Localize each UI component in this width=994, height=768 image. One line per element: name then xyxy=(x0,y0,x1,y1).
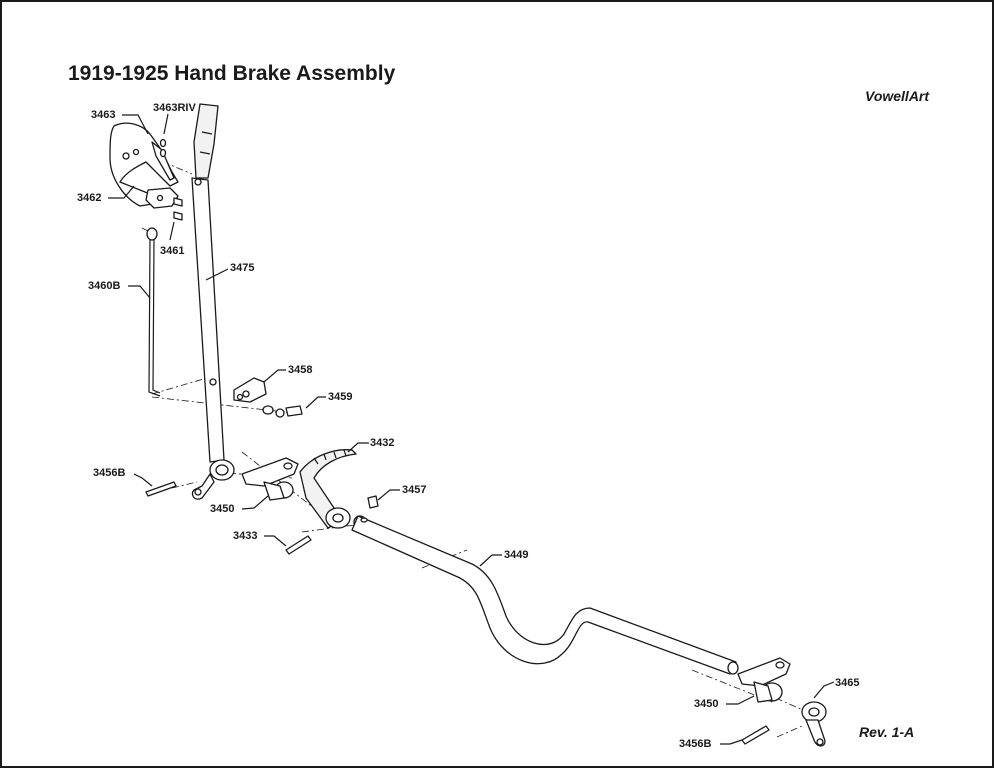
part-3459-bolt xyxy=(262,405,303,418)
label-3432: 3432 xyxy=(370,437,394,449)
part-3450-pivot-right xyxy=(737,657,791,703)
part-3462-bracket xyxy=(145,187,179,209)
revision-label: Rev. 1-A xyxy=(859,724,915,740)
leader-lines xyxy=(108,113,835,745)
part-3475-hand-lever xyxy=(191,103,235,500)
label-3433: 3433 xyxy=(233,530,257,542)
part-3457-pin xyxy=(367,495,379,509)
part-3450-pivot-left xyxy=(241,457,299,501)
label-3465: 3465 xyxy=(835,677,859,689)
label-3475: 3475 xyxy=(230,262,254,274)
part-3463riv-rivets xyxy=(159,138,167,158)
label-3462: 3462 xyxy=(77,192,101,204)
part-3456b-pin-right xyxy=(741,725,770,745)
label-3460b: 3460B xyxy=(88,280,120,292)
label-3450-left: 3450 xyxy=(210,503,234,515)
label-3459: 3459 xyxy=(328,391,352,403)
part-3458-latch xyxy=(233,377,267,403)
label-3450-right: 3450 xyxy=(694,698,718,710)
label-3449: 3449 xyxy=(504,549,528,561)
diagram-title: 1919-1925 Hand Brake Assembly xyxy=(68,62,396,85)
part-labels: 3463 3463RIV 3462 3461 3460B 3475 3458 3… xyxy=(77,102,859,750)
label-3461: 3461 xyxy=(160,245,184,257)
part-3463-bracket-plate xyxy=(109,122,179,207)
label-3463riv: 3463RIV xyxy=(153,102,196,114)
label-3457: 3457 xyxy=(402,484,426,496)
part-3456b-pin-left xyxy=(145,481,177,497)
alignment-lines xyxy=(134,149,813,738)
part-3460b-rod xyxy=(146,227,161,397)
label-3458: 3458 xyxy=(288,364,312,376)
label-3456b-left: 3456B xyxy=(93,467,125,479)
part-3449-cross-shaft xyxy=(351,515,739,675)
label-3456b-right: 3456B xyxy=(679,738,711,750)
part-3432-ratchet xyxy=(299,449,357,529)
label-3463: 3463 xyxy=(91,109,115,121)
part-3461-bolts xyxy=(173,197,183,221)
part-3465-arm xyxy=(801,701,827,747)
part-3433-pin xyxy=(285,535,312,555)
brand-signature: VowellArt xyxy=(865,88,930,104)
